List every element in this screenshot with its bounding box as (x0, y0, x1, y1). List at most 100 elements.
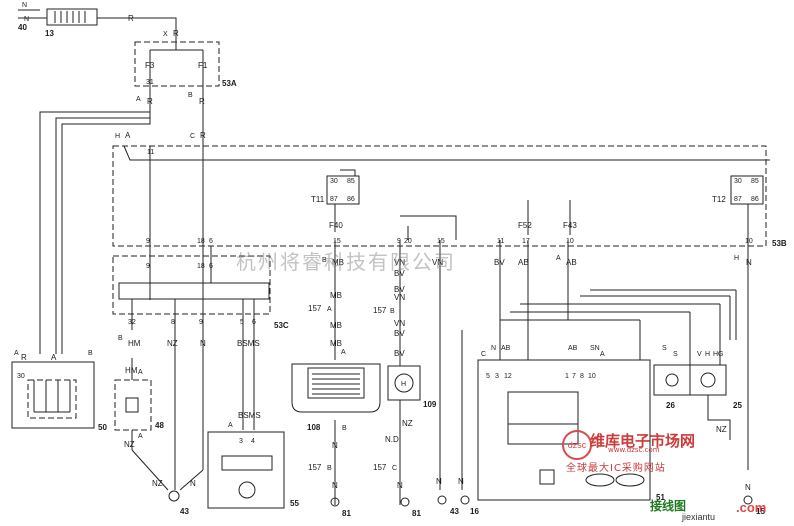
wire-mb-3: MB (330, 321, 342, 330)
t11-pin87: 87 (330, 196, 338, 203)
fuse-f1: F1 (198, 61, 208, 70)
wire-left-b (55, 112, 151, 354)
pin-6-a: 6 (209, 238, 213, 245)
conn-c-53b: C (190, 133, 195, 140)
wire-n-43: N (436, 477, 442, 486)
label-108: 108 (307, 423, 321, 432)
conn-b-108: B (342, 425, 347, 432)
pin-9-b: 9 (397, 238, 401, 245)
wire-left-c (61, 118, 151, 354)
wire-nv-51: N (491, 345, 496, 352)
component-50: 30 R A A B 50 (11, 350, 107, 432)
wire-r-top (97, 17, 177, 30)
pin-row-53b: 9 18 6 15 9 20 15 11 17 10 10 (146, 238, 753, 245)
component-51: C N AB 5 3 12 1 7 8 10 AB SN A 51 (477, 240, 737, 502)
wire-t11 (334, 169, 356, 232)
conn-h-53b: H (115, 133, 120, 140)
ground-circle-16 (460, 495, 470, 505)
wire-bv-5: BV (394, 349, 405, 358)
conn-a-55: A (228, 422, 233, 429)
conn-h-n: H (734, 255, 739, 262)
pin-20: 20 (404, 238, 412, 245)
wire-vn-4: VN (394, 319, 405, 328)
wire-r-50: R (21, 353, 27, 362)
label-53A: 53A (222, 79, 237, 88)
t11-pin30: 30 (330, 178, 338, 185)
wire-hg-25: HG (713, 351, 724, 358)
wire-53b-bus (123, 145, 770, 300)
ground-15-right: N 15 (743, 483, 765, 516)
conn-a-51: A (600, 351, 605, 358)
component-109: H 109 NZ N.D. 157 C N 81 (373, 365, 437, 518)
wire-mb-2: MB (330, 291, 342, 300)
pin-18-a: 18 (197, 238, 205, 245)
label-48: 48 (155, 421, 164, 430)
label-109: 109 (423, 400, 437, 409)
pin-11-a: 11 (147, 149, 154, 156)
site-tagline: 全球最大IC采购网站 (566, 463, 666, 474)
conn-x: X (163, 31, 168, 38)
watermark: 杭州将睿科技有限公司 (236, 250, 456, 274)
wire-nz: NZ (167, 339, 178, 348)
footer-url: jiexiantu (682, 512, 716, 522)
c157-a-num: 157 (308, 304, 322, 313)
wire-f52-f43 (527, 200, 571, 235)
pin-11-b: 11 (497, 238, 504, 245)
wire-left-a (39, 82, 151, 354)
wire-nz-48: NZ (124, 440, 135, 449)
ground-43-a: 43 (180, 507, 189, 516)
pin-18-b: 18 (197, 263, 205, 270)
conn-a-48a: A (138, 369, 143, 376)
conn-a-48b: A (138, 433, 143, 440)
connector-157-c: BV BV VN 157 B VN BV BV (373, 269, 405, 358)
t12-pin30: 30 (734, 178, 742, 185)
t11-pin85: 85 (347, 178, 355, 185)
wire-v-25: V (697, 351, 702, 358)
pin-3-55: 3 (239, 438, 243, 445)
wire-bv-4: BV (394, 329, 405, 338)
c157-c-conn: B (390, 308, 395, 315)
label-13: 13 (45, 29, 54, 38)
wire-nz-g: NZ (152, 479, 163, 488)
conn-b-50: B (88, 350, 93, 357)
t12-pin87: 87 (734, 196, 742, 203)
junction-53C: 53C 32 8 9 5 6 B HM NZ N BSMS (112, 255, 289, 348)
pin-9-d: 9 (199, 319, 203, 326)
wire-n-right: N (746, 258, 752, 267)
pin-15-a: 15 (333, 238, 341, 245)
wire-nz-25: NZ (716, 425, 727, 434)
c157-b-num: 157 (308, 463, 322, 472)
footer-cn: 接线图 (650, 499, 687, 513)
pin-5-51: 5 (486, 373, 490, 380)
ground-43-left: NZ N 43 (131, 449, 204, 516)
wire-ab-51: AB (501, 345, 511, 352)
conn-b-hm: B (118, 335, 123, 342)
pin-15-b: 15 (437, 238, 445, 245)
c157-c-num: 157 (373, 306, 387, 315)
label-53C: 53C (274, 321, 289, 330)
fuse-f43: F43 (563, 221, 577, 230)
wire-mb-1: MB (332, 258, 344, 267)
component-25: V H HG 25 NZ (689, 351, 742, 440)
label-26: 26 (666, 401, 675, 410)
wire-n-108b: N (332, 481, 338, 490)
component-55: A BSMS 3 4 55 (207, 411, 299, 509)
wire-bsms: BSMS (237, 339, 260, 348)
pin-9-c: 9 (146, 263, 150, 270)
conn-a-53a: A (136, 96, 141, 103)
wire-vn-3: VN (394, 293, 405, 302)
pin-10-b: 10 (745, 238, 753, 245)
wire-grounds (439, 240, 463, 490)
ground-circle-43 (437, 495, 447, 505)
t12-pin86: 86 (751, 196, 759, 203)
pin-9-a: 9 (146, 238, 150, 245)
wire-vn-2: VN (432, 258, 443, 267)
ground-43-b: 43 (450, 507, 459, 516)
wire-code-top: N (22, 2, 27, 9)
t12-pin85: 85 (751, 178, 759, 185)
wire-vn-bv (399, 215, 457, 505)
pin-3-51: 3 (495, 373, 499, 380)
motor-m-109: H (401, 381, 406, 388)
c157-d-num: 157 (373, 463, 387, 472)
wire-l-50: A (51, 353, 57, 362)
